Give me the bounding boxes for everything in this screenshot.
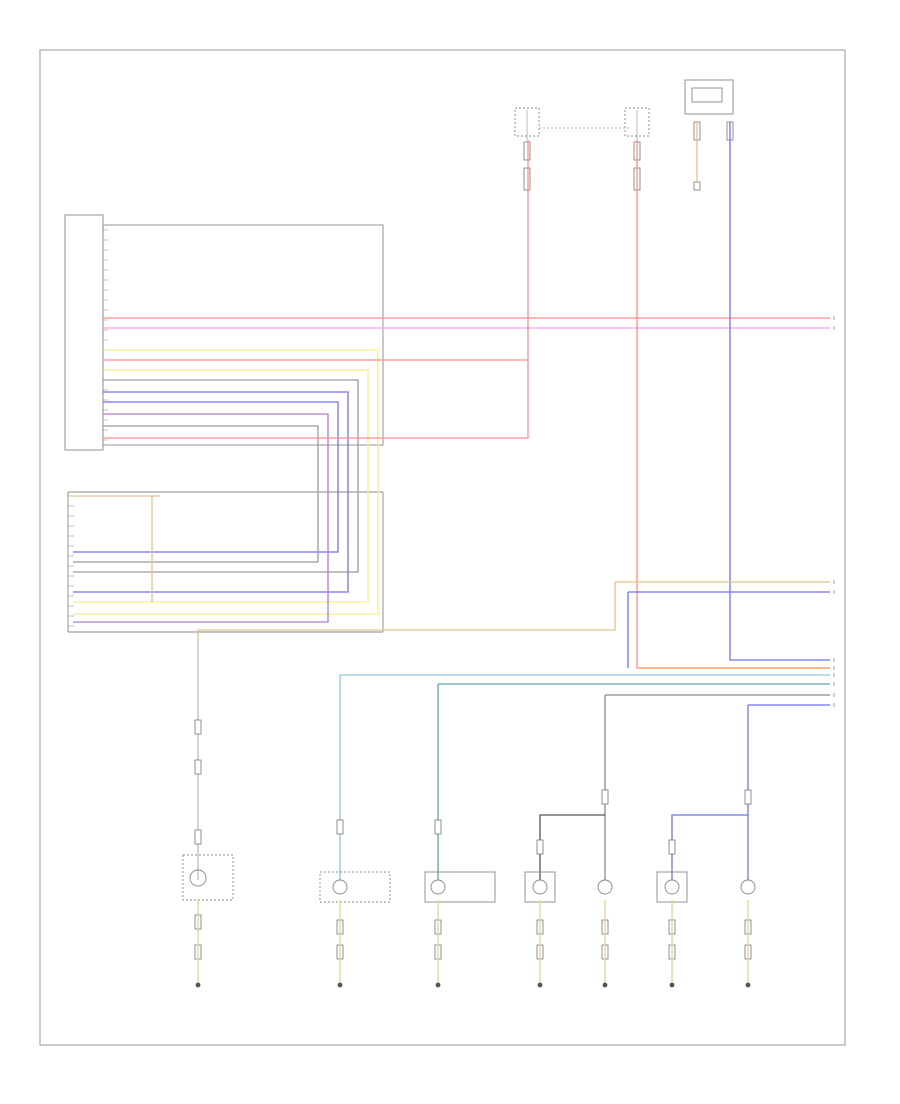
wire-connector: [194, 759, 202, 775]
ground-point: [435, 982, 441, 988]
wire-connector: [601, 789, 609, 805]
fuse-right: [624, 107, 650, 140]
ground-points: [195, 982, 751, 988]
module-left-strip: [64, 214, 384, 451]
wire-connector: [194, 829, 202, 845]
ground-point: [669, 982, 675, 988]
fuse-connectors: [523, 121, 734, 191]
pin-dots-lower: [68, 495, 74, 627]
diagram-border: [39, 49, 846, 1046]
wire-connector: [434, 819, 442, 835]
wire-connector: [536, 839, 544, 855]
ground-point: [337, 982, 343, 988]
right-bundle: [197, 581, 830, 706]
ground-point: [745, 982, 751, 988]
ground-wires: [197, 900, 749, 985]
ground-point: [602, 982, 608, 988]
lamp-drops: [197, 640, 749, 880]
relay-box: [684, 79, 734, 115]
module-wires: [73, 140, 830, 623]
lamp-row: [182, 854, 756, 903]
wire-connector: [336, 819, 344, 835]
wire-connector: [668, 839, 676, 855]
ground-point: [195, 982, 201, 988]
wire-connector: [194, 719, 202, 735]
drop-connectors: [194, 719, 752, 960]
ground-point: [537, 982, 543, 988]
vertical-feeds: [636, 122, 830, 669]
trailer-socket: [67, 491, 384, 633]
fuse-left: [514, 107, 630, 140]
wire-connector: [744, 789, 752, 805]
pin-dots-upper: [103, 229, 108, 441]
